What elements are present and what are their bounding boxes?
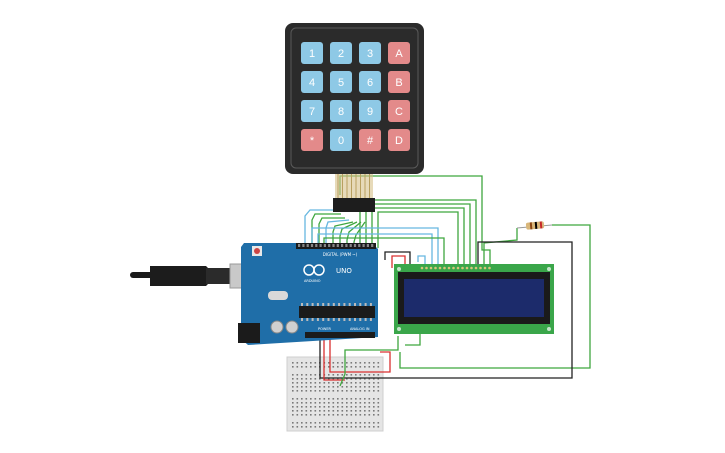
- keypad-keys: 1 2 3 A 4 5 6 B 7 8 9 C * 0 # D: [301, 42, 410, 151]
- key-2[interactable]: 2: [330, 42, 352, 64]
- arduino-model: UNO: [336, 267, 352, 275]
- arduino-brand: ARDUINO: [304, 279, 321, 283]
- key-label: 8: [338, 106, 344, 118]
- arduino-logo: [303, 264, 325, 276]
- keypad-ribbon: [333, 174, 375, 212]
- key-3[interactable]: 3: [359, 42, 381, 64]
- key-label: A: [395, 48, 403, 60]
- key-label: 5: [338, 77, 344, 89]
- wire-lcd-a: [359, 199, 477, 265]
- key-label: 0: [338, 135, 344, 147]
- arduino-uno-board[interactable]: DIGITAL (PWM ~) UNO ARDUINO POWER ANALOG…: [238, 243, 378, 345]
- lcd-screen: [404, 279, 544, 317]
- key-label: 1: [309, 48, 315, 60]
- key-hash[interactable]: #: [359, 129, 381, 151]
- key-label: *: [310, 135, 315, 147]
- wire-blue-lcd: [417, 255, 426, 265]
- usb-cable[interactable]: [130, 263, 261, 289]
- key-label: D: [395, 135, 403, 147]
- key-label: B: [395, 77, 402, 89]
- wire-lcd-e: [317, 233, 433, 265]
- wire-lcd-d: [377, 211, 459, 265]
- wire-red-bb2: [323, 338, 345, 381]
- wire-black-top: [384, 251, 411, 270]
- breadboard-holes: [292, 362, 380, 428]
- key-label: 9: [367, 106, 373, 118]
- wire-resistor-left: [483, 228, 518, 265]
- wire-red-bb: [329, 338, 391, 373]
- digital-label: DIGITAL (PWM ~): [323, 252, 358, 257]
- key-1[interactable]: 1: [301, 42, 323, 64]
- key-label: 6: [367, 77, 373, 89]
- key-d[interactable]: D: [388, 129, 410, 151]
- keypad-4x4[interactable]: 1 2 3 A 4 5 6 B 7 8 9 C * 0 # D: [285, 23, 424, 212]
- wire-red-power: [391, 255, 406, 270]
- key-5[interactable]: 5: [330, 71, 352, 93]
- breadboard[interactable]: [286, 356, 384, 432]
- key-9[interactable]: 9: [359, 100, 381, 122]
- wire-lcd-g: [323, 237, 445, 265]
- wire-keypad-3: [318, 217, 345, 248]
- key-4[interactable]: 4: [301, 71, 323, 93]
- lcd-16x2[interactable]: [394, 264, 554, 334]
- key-8[interactable]: 8: [330, 100, 352, 122]
- wire-resistor-right: [399, 224, 591, 369]
- wire-keypad-6: [339, 221, 358, 248]
- key-label: #: [367, 135, 374, 147]
- analog-label: ANALOG IN: [350, 327, 370, 331]
- key-c[interactable]: C: [388, 100, 410, 122]
- wire-green-bb: [339, 336, 399, 387]
- wire-black-lcd: [319, 241, 573, 379]
- wire-keypad-5: [332, 221, 354, 248]
- power-label: POWER: [318, 327, 332, 331]
- key-label: 3: [367, 48, 373, 60]
- key-a[interactable]: A: [388, 42, 410, 64]
- key-label: 7: [309, 106, 315, 118]
- resistor[interactable]: [516, 221, 553, 230]
- wire-keypad-1: [304, 209, 337, 248]
- key-0[interactable]: 0: [330, 129, 352, 151]
- key-6[interactable]: 6: [359, 71, 381, 93]
- key-label: 4: [309, 77, 315, 89]
- key-b[interactable]: B: [388, 71, 410, 93]
- key-star[interactable]: *: [301, 129, 323, 151]
- key-label: 2: [338, 48, 344, 60]
- wire-lcd-b: [365, 203, 471, 265]
- key-label: C: [395, 106, 403, 118]
- wire-lcd-f: [311, 227, 439, 265]
- key-7[interactable]: 7: [301, 100, 323, 122]
